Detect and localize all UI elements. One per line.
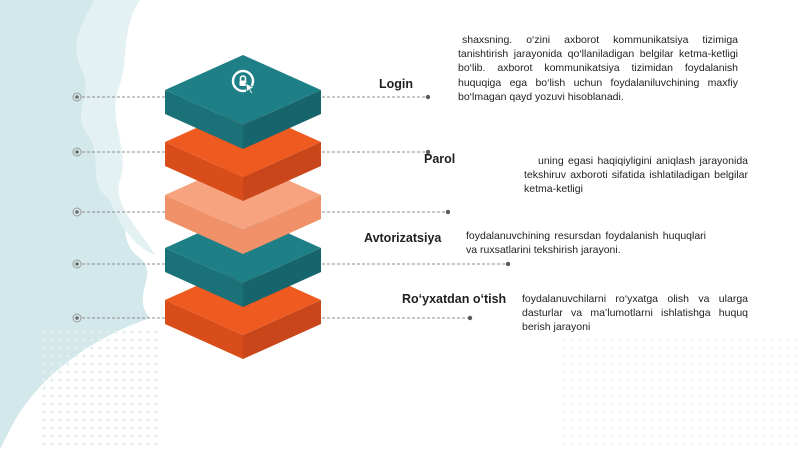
watercolor-wash-light <box>76 0 155 255</box>
layer-login-right-face <box>243 90 321 149</box>
term-royxatdan-otish: Ro‘yxatdan o‘tish <box>402 292 507 306</box>
layer-avtorizatsiya-left-face <box>165 248 243 307</box>
connector-endpoints <box>425 94 511 321</box>
connector-start-dots <box>72 92 82 323</box>
secure-login-icon <box>228 66 258 96</box>
dot-pattern-right <box>560 335 800 449</box>
layer-login-left-face <box>165 90 243 149</box>
layer-parol-left-face <box>165 142 243 201</box>
layer-peach-left-face <box>165 195 243 254</box>
layer-parol-right-face <box>243 142 321 201</box>
term-parol: Parol <box>424 152 456 166</box>
watercolor-wash <box>0 0 150 449</box>
term-avtorizatsiya: Avtorizatsiya <box>364 231 442 245</box>
description-login: shaxsning. o‘zini axborot kommunikatsiya… <box>458 34 738 103</box>
layer-peach-right-face <box>243 195 321 254</box>
layer-avtorizatsiya-right-face <box>243 248 321 307</box>
layer-royxatdan-otish-right-face <box>243 300 321 359</box>
dot-pattern <box>40 330 160 449</box>
description-royxatdan-otish: foydalanuvchilarni ro‘yxatga olish va ul… <box>522 293 748 334</box>
description-avtorizatsiya: foydalanuvchining resursdan foydalanish … <box>466 230 706 257</box>
layer-stack <box>165 55 321 359</box>
term-login: Login <box>379 77 414 91</box>
description-parol: uning egasi haqiqiyligini aniqlash jaray… <box>524 155 748 196</box>
layer-royxatdan-otish-left-face <box>165 300 243 359</box>
